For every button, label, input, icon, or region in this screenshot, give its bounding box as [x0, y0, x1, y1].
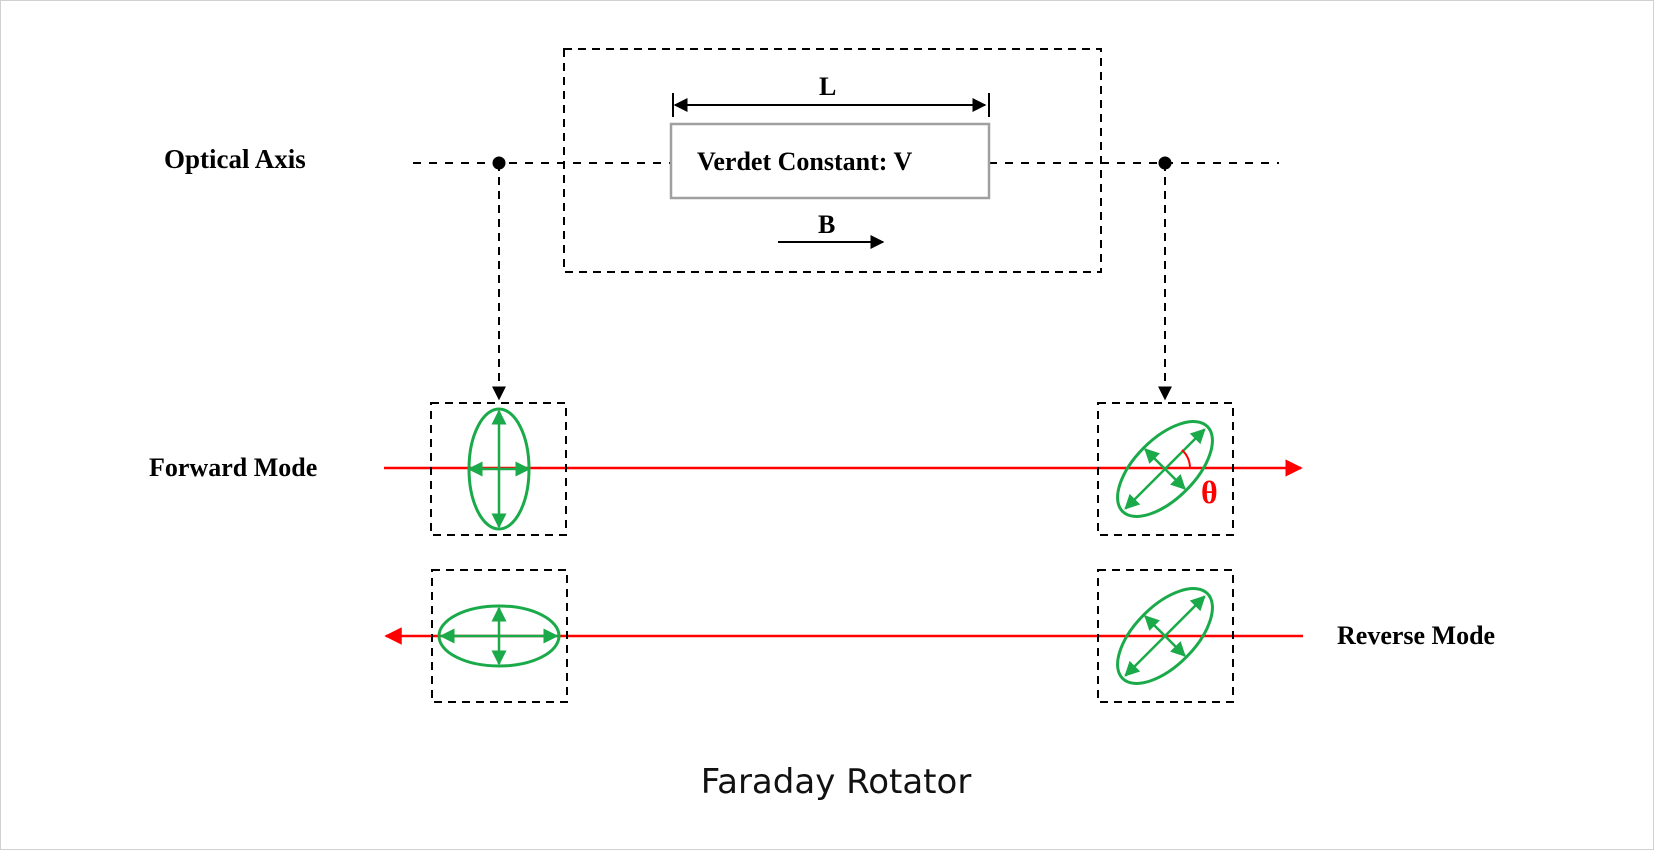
reverse-output-polarization [437, 604, 561, 668]
field-label: B [818, 210, 835, 239]
reverse-output-box [431, 569, 568, 703]
forward-output-polarization [1116, 420, 1214, 518]
forward-mode-label: Forward Mode [149, 453, 317, 482]
reverse-input-polarization [1116, 587, 1214, 685]
rotator-housing [563, 48, 1102, 273]
length-label: L [819, 72, 836, 101]
reverse-input-box [1097, 569, 1234, 703]
rotation-angle-arc [1181, 449, 1191, 469]
diagram-caption: Faraday Rotator [701, 762, 972, 802]
verdet-label: Verdet Constant: V [697, 147, 912, 176]
forward-output-box [1097, 402, 1234, 536]
forward-input-polarization [467, 407, 531, 531]
theta-label: θ [1201, 474, 1218, 510]
optical-axis-label: Optical Axis [164, 144, 306, 174]
forward-input-box [430, 402, 567, 536]
reverse-mode-label: Reverse Mode [1337, 621, 1495, 650]
verdet-crystal [669, 122, 991, 200]
